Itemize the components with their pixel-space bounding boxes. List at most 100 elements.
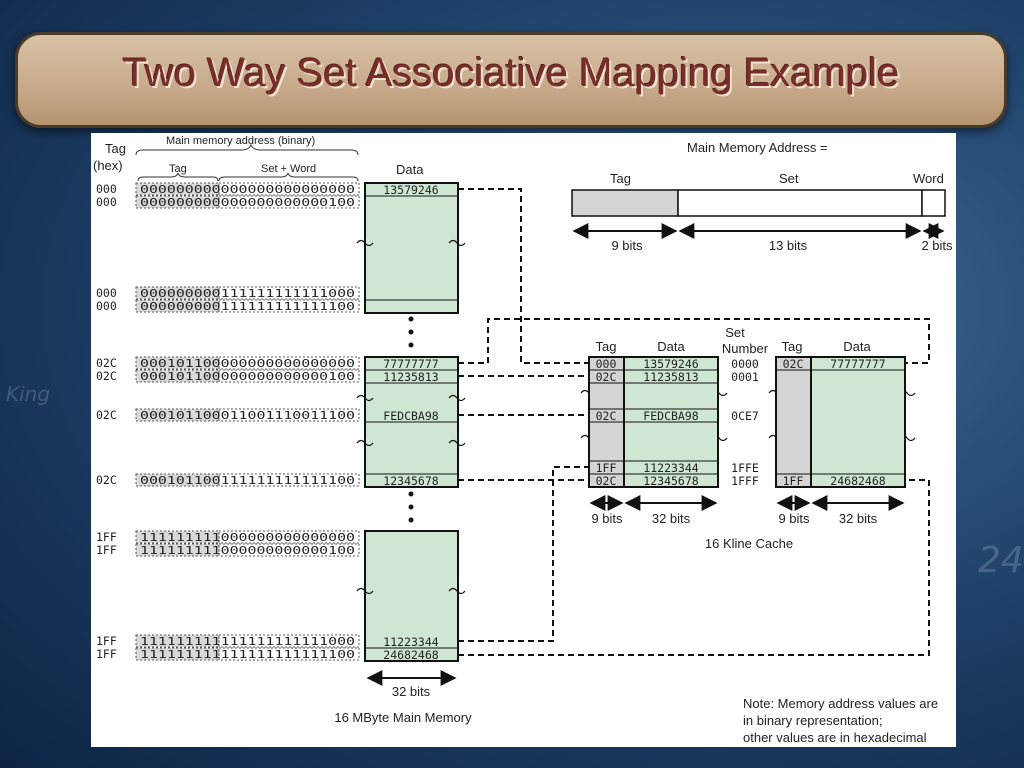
mm-row-tag: 1FF — [96, 543, 117, 557]
mm-data-0: 13579246 — [383, 183, 438, 197]
mm-row-tag: 1FF — [96, 647, 117, 661]
way2-data-0: 77777777 — [830, 357, 885, 371]
mm-row-tag: 000 — [96, 299, 117, 313]
slide-title: Two Way Set Associative Mapping Example — [122, 51, 900, 95]
way2-data-header: Data — [843, 339, 871, 354]
way2-tag-0: 02C — [783, 357, 804, 371]
mm-row-binary: 000000000000000000000100 — [140, 196, 355, 209]
mm-row-binary: 000000000111111111111100 — [140, 300, 355, 313]
mm-setword-field-bg — [218, 182, 360, 196]
mm-setword-field-bg — [218, 473, 360, 487]
mm-row-binary: 000101100011001110011100 — [140, 409, 355, 422]
address-format-title: Main Memory Address = — [687, 140, 828, 155]
addr-bits-word: 2 bits — [921, 238, 953, 253]
mm-row-tag: 02C — [96, 473, 117, 487]
set-number-0: 0000 — [731, 357, 759, 371]
addr-bits-set: 13 bits — [769, 238, 808, 253]
mm-row-binary: 000000000111111111111000 — [140, 287, 355, 300]
mm-data-6: FEDCBA98 — [383, 409, 438, 423]
mm-data-5: 11235813 — [383, 370, 438, 384]
way2-tag-1: 1FF — [783, 474, 804, 488]
tag-hex-header: Tag — [105, 141, 126, 156]
way1-data-4: 12345678 — [643, 474, 698, 488]
mm-row-tag: 02C — [96, 408, 117, 422]
main-memory-block-3 — [364, 530, 459, 662]
set-number-2: 0CE7 — [731, 409, 759, 423]
way2-data-1: 24682468 — [830, 474, 885, 488]
background-number: 24 — [978, 540, 1024, 581]
note-line-2: in binary representation; — [743, 713, 882, 728]
tag-hex-header-unit: (hex) — [93, 158, 123, 173]
note-line-1: Note: Memory address values are — [743, 696, 938, 711]
mm-setword-field-bg — [218, 408, 360, 422]
mm-setword-field-bg — [218, 543, 360, 557]
mm-row-tag: 02C — [96, 369, 117, 383]
mm-setword-field-bg — [218, 356, 360, 370]
mm-data-7: 12345678 — [383, 474, 438, 488]
mm-row-tag: 1FF — [96, 634, 117, 648]
mm-setword-field-bg — [218, 286, 360, 300]
addr-field-set: Set — [779, 171, 799, 186]
mm-row-binary: 111111111000000000000100 — [140, 544, 355, 557]
mm-setword-field-bg — [218, 530, 360, 544]
mm-row-tag: 000 — [96, 182, 117, 196]
way2-tag-bits: 9 bits — [778, 511, 810, 526]
set-number-1: 0001 — [731, 370, 759, 384]
way1-tag-2: 02C — [596, 409, 617, 423]
mm-row-tag: 02C — [96, 356, 117, 370]
way1-data-bits: 32 bits — [652, 511, 691, 526]
mm-setword-field-bg — [218, 634, 360, 648]
main-address-binary-header: Main memory address (binary) — [166, 135, 315, 147]
way1-data-0: 13579246 — [643, 357, 698, 371]
addr-field-word: Word — [913, 171, 944, 186]
mm-row-binary: 000000000000000000000000 — [140, 183, 355, 196]
way1-data-3: 11223344 — [643, 461, 698, 475]
set-number-3: 1FFE — [731, 461, 759, 475]
address-brace — [135, 143, 359, 156]
background-text: King — [6, 382, 51, 406]
set-number-header-2: Number — [722, 341, 769, 356]
mm-row-binary: 111111111111111111111000 — [140, 635, 355, 648]
cache-caption: 16 Kline Cache — [705, 536, 793, 551]
mm-row-tag: 1FF — [96, 530, 117, 544]
mapping-diagram: Tag (hex) Main memory address (binary) T… — [93, 135, 953, 745]
main-memory-caption: 16 MByte Main Memory — [334, 710, 472, 725]
way2-tag-column — [775, 356, 812, 488]
mm-row-binary: 000101100000000000000100 — [140, 370, 355, 383]
mm-setword-field-bg — [218, 647, 360, 661]
mm-data-4: 77777777 — [383, 357, 438, 371]
note-line-3: other values are in hexadecimal — [743, 730, 927, 745]
main-memory-block-1 — [364, 182, 459, 314]
way2-data-bits: 32 bits — [839, 511, 878, 526]
set-word-brace — [218, 172, 359, 182]
data-header: Data — [396, 162, 424, 177]
mm-row-tag: 000 — [96, 286, 117, 300]
mm-data-11: 24682468 — [383, 648, 438, 662]
way2-tag-header: Tag — [782, 339, 803, 354]
set-number-4: 1FFF — [731, 474, 759, 488]
addr-set-box — [677, 189, 923, 217]
mm-row-binary: 000101100000000000000000 — [140, 357, 355, 370]
addr-word-box — [921, 189, 946, 217]
title-banner: Two Way Set Associative Mapping Example — [15, 32, 1007, 128]
way1-tag-1: 02C — [596, 370, 617, 384]
mm-setword-field-bg — [218, 195, 360, 209]
mm-row-binary: 000101100111111111111100 — [140, 474, 355, 487]
mapping-lines — [458, 188, 930, 656]
way1-tag-0: 000 — [596, 357, 617, 371]
tag-brace — [137, 172, 219, 182]
way1-data-2: FEDCBA98 — [643, 409, 698, 423]
way1-data-1: 11235813 — [643, 370, 698, 384]
addr-field-tag: Tag — [610, 171, 631, 186]
diagram-panel: Tag (hex) Main memory address (binary) T… — [91, 133, 956, 747]
mm-setword-field-bg — [218, 369, 360, 383]
way2-data-column — [810, 356, 906, 488]
way1-tag-bits: 9 bits — [591, 511, 623, 526]
way1-tag-header: Tag — [596, 339, 617, 354]
mm-setword-field-bg — [218, 299, 360, 313]
addr-tag-box — [571, 189, 679, 217]
main-memory-width-label: 32 bits — [392, 684, 431, 699]
way1-tag-3: 1FF — [596, 461, 617, 475]
way1-tag-4: 02C — [596, 474, 617, 488]
